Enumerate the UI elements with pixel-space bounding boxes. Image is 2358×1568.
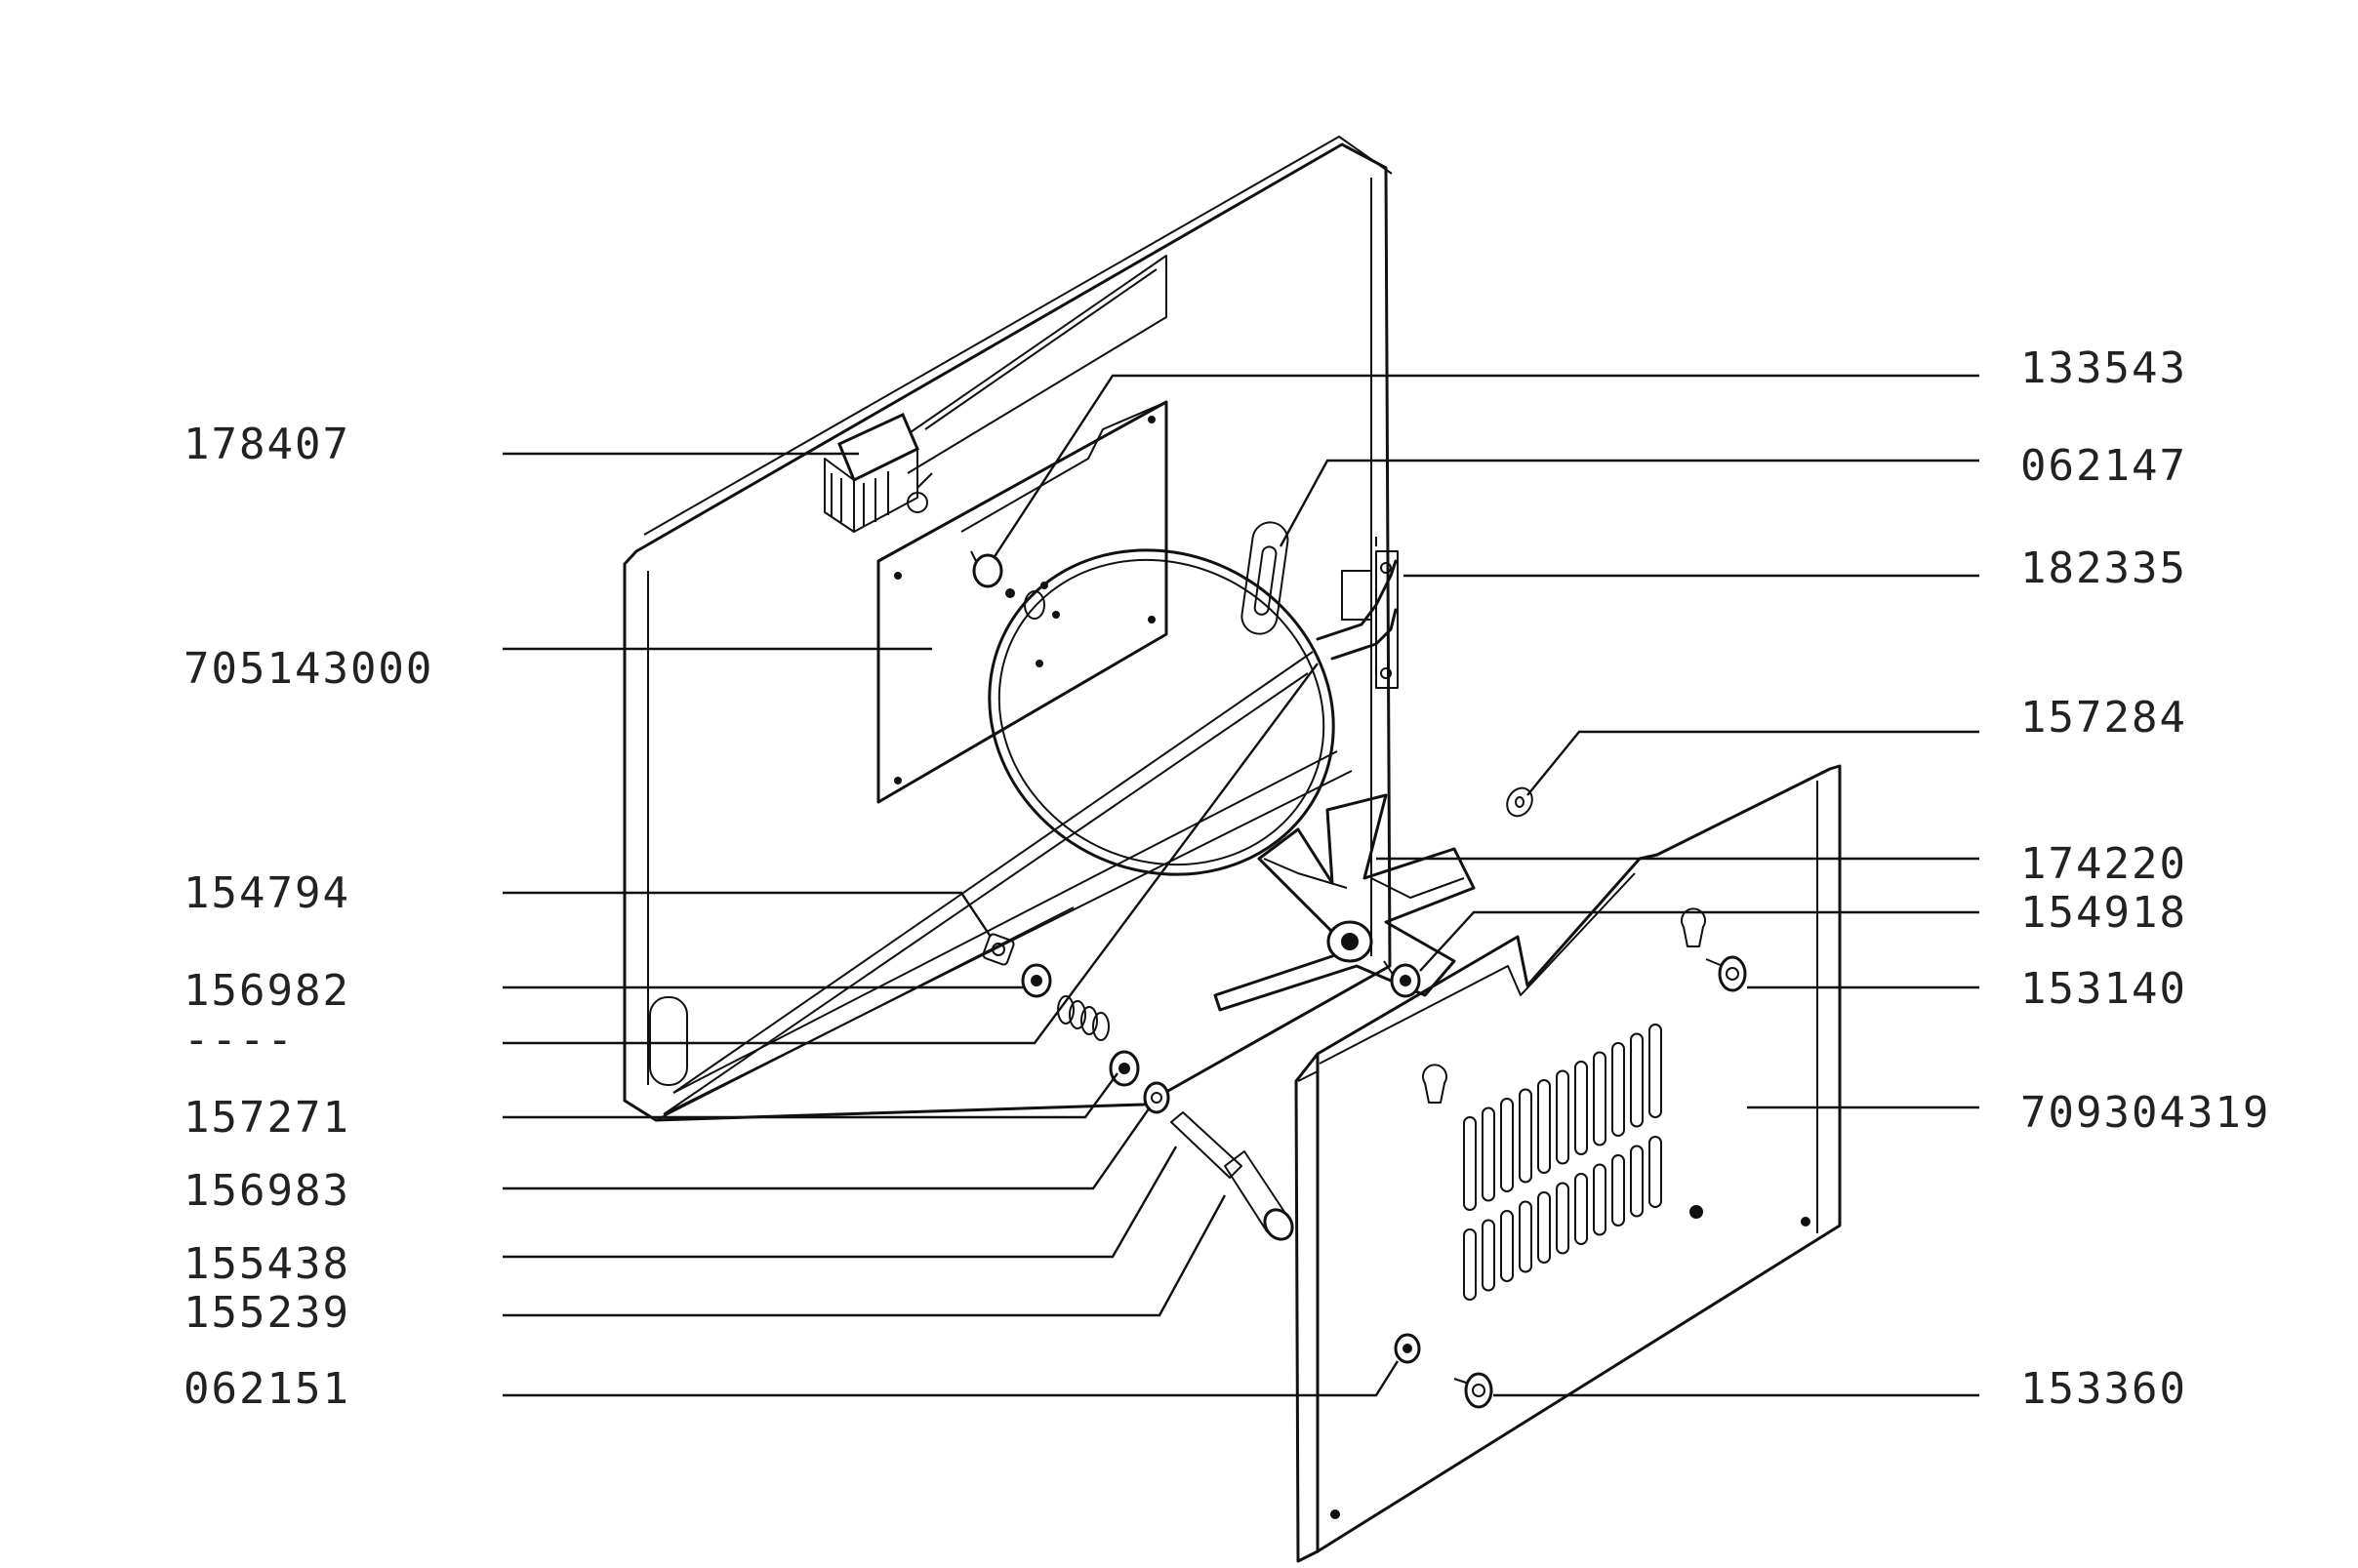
part-label: 062147 — [2020, 441, 2187, 491]
part-label: 154794 — [183, 868, 350, 918]
part-label: 174220 — [2020, 839, 2187, 889]
fan-blade — [1213, 793, 1476, 1012]
washer-062151 — [1394, 1333, 1421, 1364]
part-label: 133543 — [2020, 343, 2187, 393]
grille-slot — [1630, 1032, 1644, 1128]
grille-slot — [1574, 1173, 1588, 1245]
thermostat-part — [970, 550, 1060, 620]
grille-slot — [1648, 1024, 1662, 1118]
grille-slot — [1463, 1228, 1477, 1301]
grille-slot — [1648, 1136, 1662, 1208]
part-label: 155239 — [183, 1288, 350, 1338]
part-label: 153360 — [2020, 1364, 2187, 1414]
part-label: 157284 — [2020, 693, 2187, 743]
grille-slot — [1593, 1163, 1606, 1236]
grille-slot — [1537, 1079, 1551, 1174]
grille-slot — [1611, 1042, 1625, 1137]
screw-153360 — [1453, 1372, 1493, 1409]
part-label: 182335 — [2020, 543, 2187, 593]
washer-156983 — [1143, 1081, 1170, 1114]
washer-157271 — [1109, 1050, 1140, 1087]
grille-slot — [1500, 1210, 1514, 1282]
grille-slot — [1463, 1116, 1477, 1211]
shaft-part — [1170, 1111, 1294, 1241]
part-label: 153140 — [2020, 964, 2187, 1014]
grille-slot — [1482, 1106, 1495, 1202]
washer-156982 — [1021, 963, 1052, 998]
grille-slot — [1556, 1182, 1569, 1255]
part-label: 062151 — [183, 1364, 350, 1414]
part-label: 157271 — [183, 1093, 350, 1143]
grille-slot — [1611, 1154, 1625, 1226]
grille-slot — [1537, 1191, 1551, 1264]
grille-slot — [1556, 1069, 1569, 1165]
part-label: 178407 — [183, 420, 350, 469]
part-label: 156983 — [183, 1166, 350, 1216]
leader-lines — [503, 374, 1979, 1397]
part-number-labels: 178407 705143000 154794 156982 ---- 1572… — [183, 343, 2270, 1414]
grille-slot — [1519, 1200, 1532, 1273]
part-label: 709304319 — [2020, 1088, 2270, 1138]
grille-slot — [1593, 1051, 1606, 1146]
part-label: 156982 — [183, 966, 350, 1016]
heating-element — [988, 537, 1399, 876]
bracket-part — [1240, 521, 1289, 635]
nut-154794 — [982, 933, 1015, 966]
grille-slot — [1519, 1088, 1532, 1184]
motor-plate — [876, 400, 1168, 804]
spring-part — [1057, 995, 1110, 1041]
shaft-nut — [1383, 960, 1421, 998]
washer-157284 — [1506, 786, 1533, 818]
part-label: ---- — [183, 1015, 295, 1065]
part-label: 154918 — [2020, 888, 2187, 938]
front-panel — [1294, 764, 1842, 1563]
screw-153140 — [1705, 955, 1747, 992]
grille-slots — [1463, 1024, 1662, 1301]
grille-slot — [1630, 1145, 1644, 1218]
grille-slot — [1500, 1098, 1514, 1192]
back-panel — [623, 136, 1393, 1122]
part-label: 705143000 — [183, 644, 433, 694]
motor-part — [824, 412, 933, 533]
grille-slot — [1482, 1219, 1495, 1292]
part-label: 155438 — [183, 1239, 350, 1289]
grille-slot — [1574, 1061, 1588, 1155]
